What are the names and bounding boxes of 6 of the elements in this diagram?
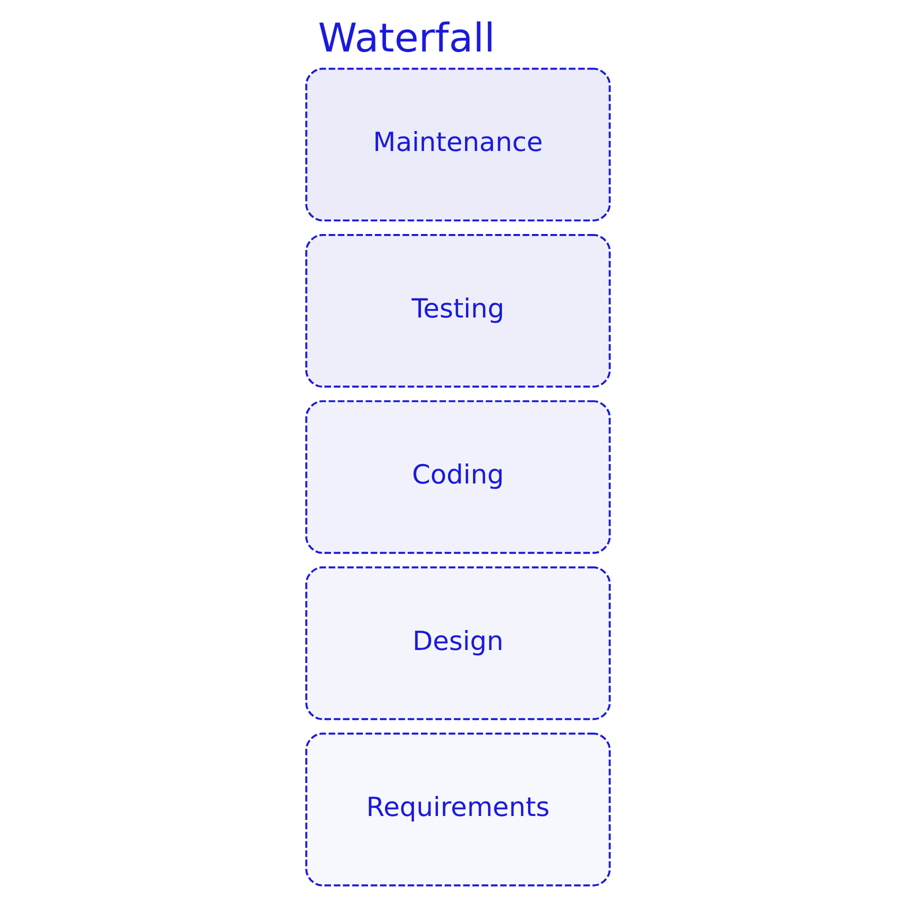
node-box: Coding <box>305 400 611 554</box>
node-box: Testing <box>305 234 611 388</box>
node-box: Maintenance <box>305 68 611 222</box>
node-box: Design <box>305 566 611 720</box>
diagram-title: Waterfall <box>318 16 496 62</box>
node-box: Requirements <box>305 732 611 886</box>
